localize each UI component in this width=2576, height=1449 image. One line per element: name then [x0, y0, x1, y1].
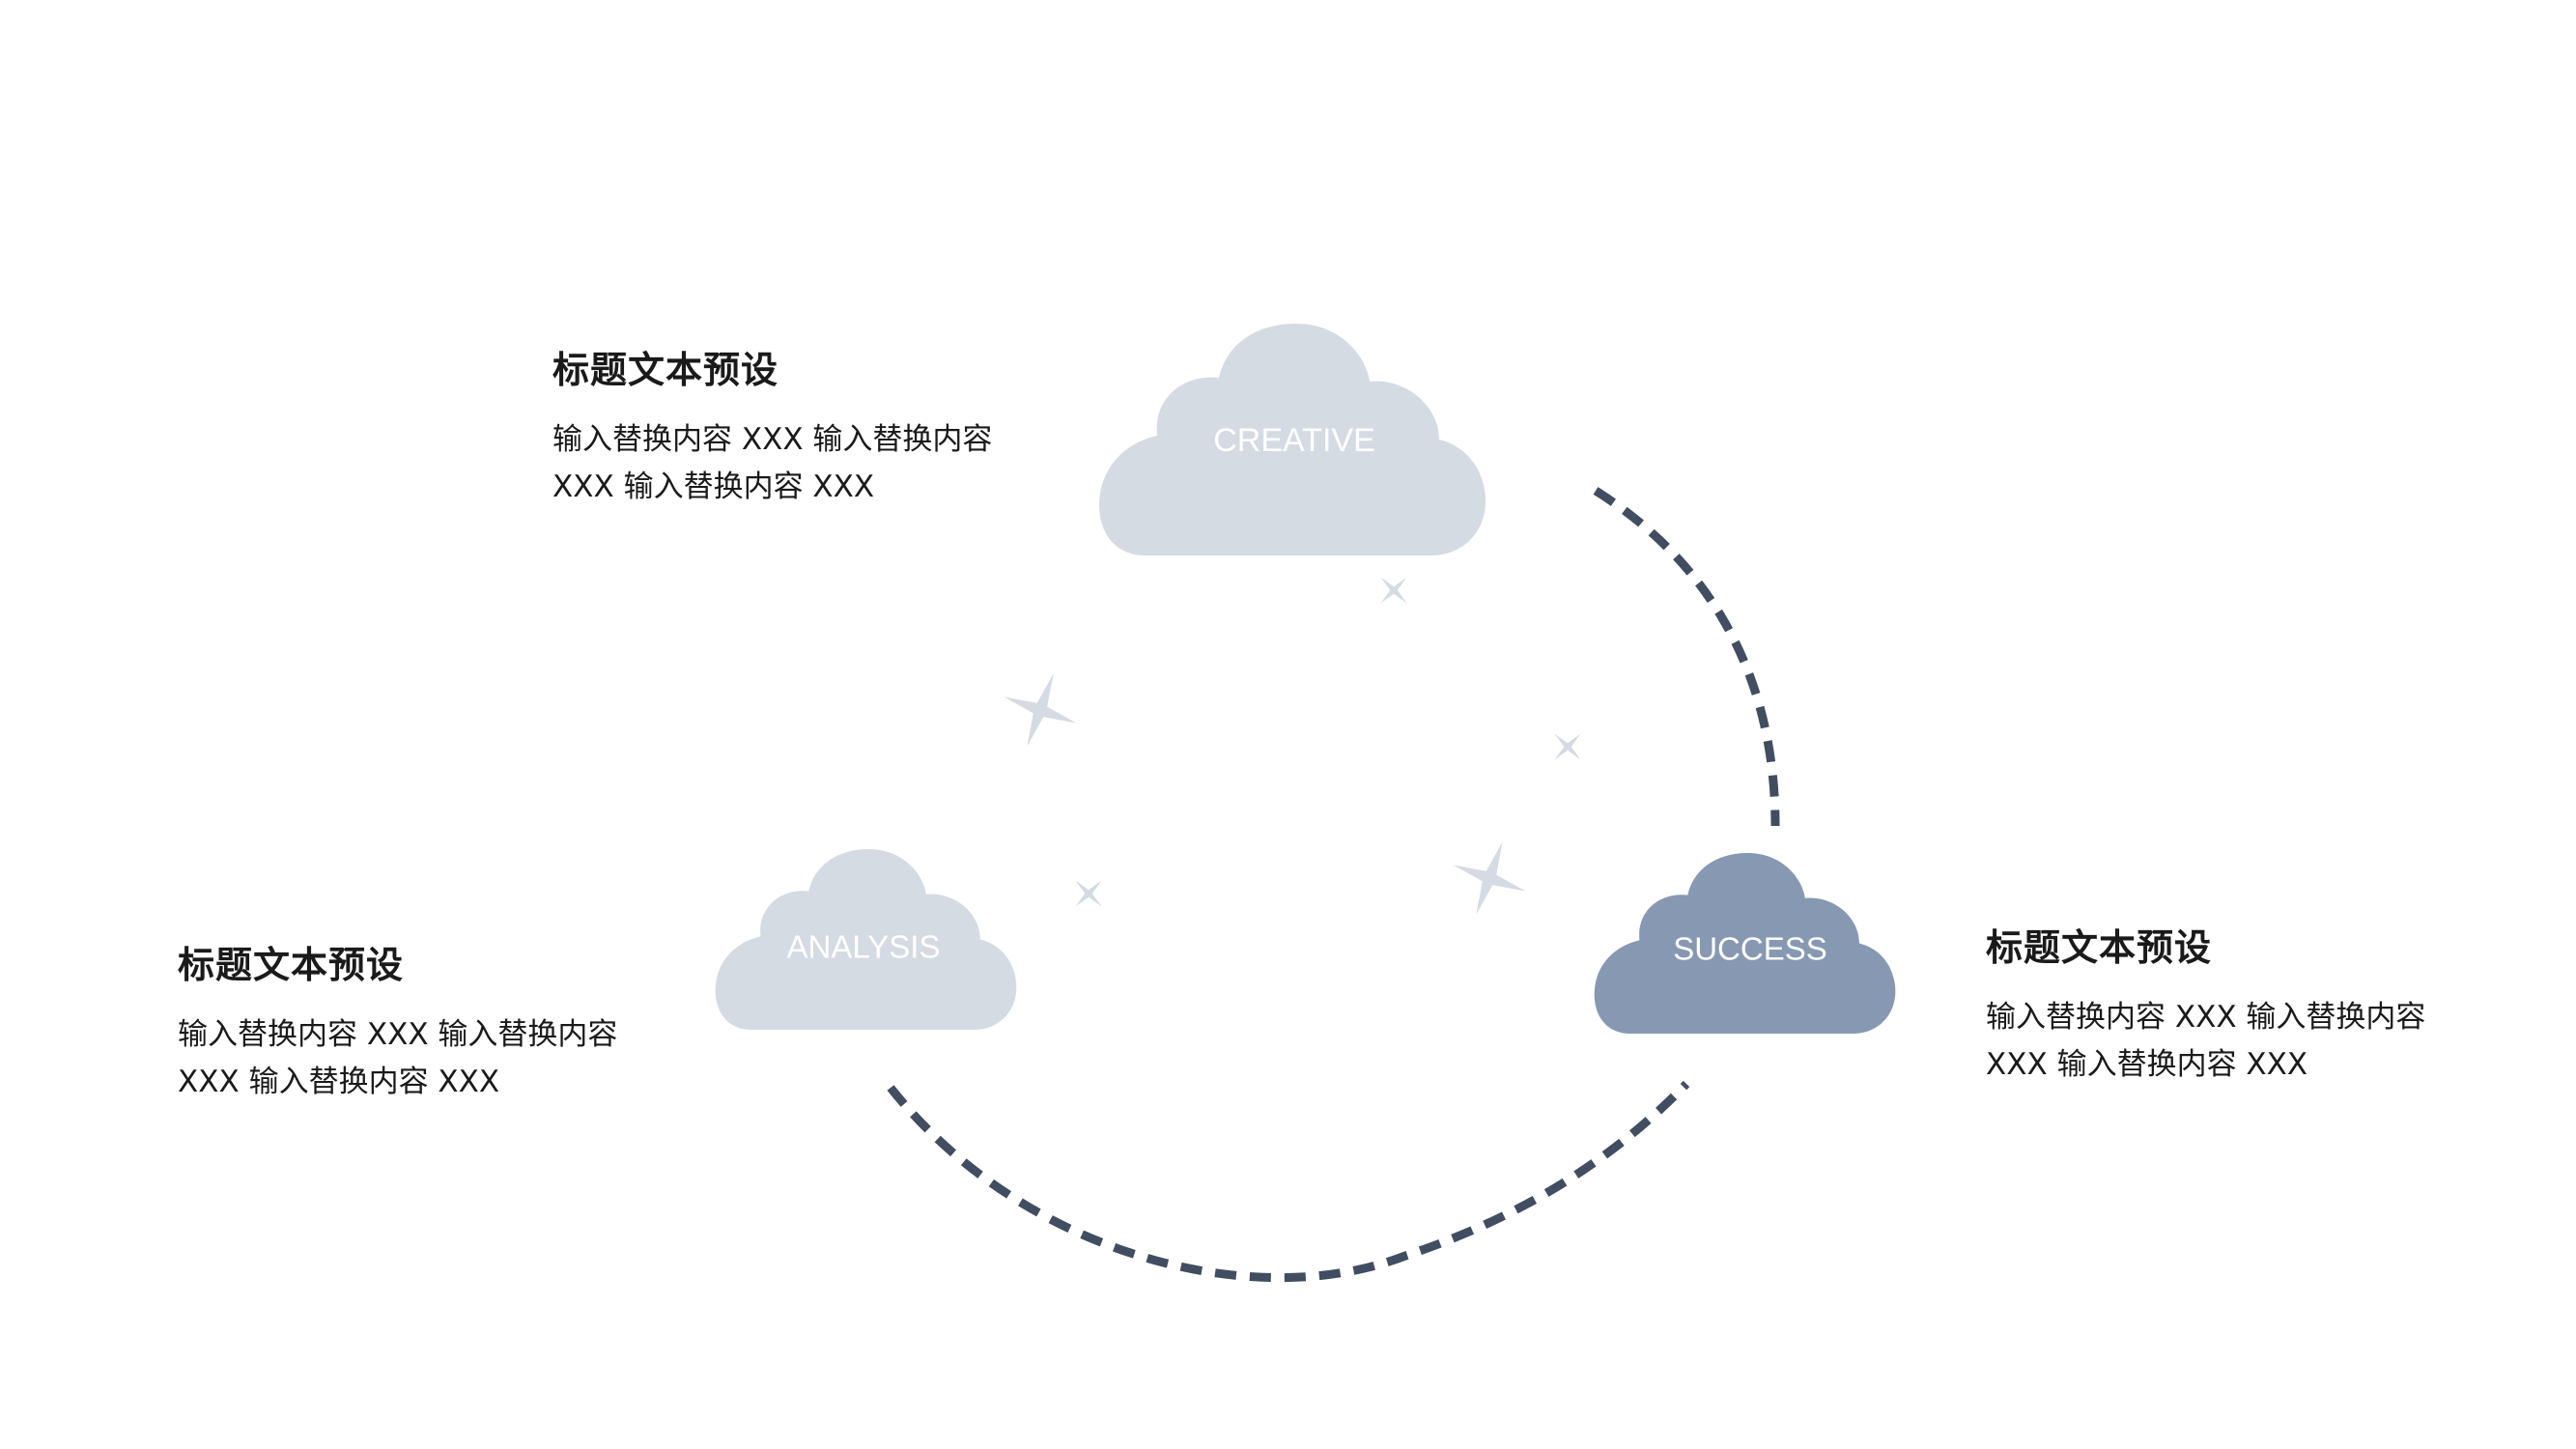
cloud-success-label: SUCCESS — [1673, 931, 1827, 967]
block-body-line: XXX 输入替换内容 XXX — [1986, 1047, 2308, 1082]
block-body: 输入替换内容 XXX 输入替换内容 XXX 输入替换内容 XXX — [178, 1011, 617, 1106]
cloud-creative-label: CREATIVE — [1213, 422, 1375, 459]
cloud-analysis-label: ANALYSIS — [787, 929, 941, 965]
sparkle-icon — [990, 660, 1090, 760]
text-block-right: 标题文本预设 输入替换内容 XXX 输入替换内容 XXX 输入替换内容 XXX — [1986, 918, 2425, 1089]
text-block-top: 标题文本预设 输入替换内容 XXX 输入替换内容 XXX 输入替换内容 XXX — [552, 340, 992, 511]
dashed-arc-bottom — [887, 1080, 1690, 1282]
block-body-line: 输入替换内容 XXX 输入替换内容 — [178, 1017, 618, 1052]
block-body-line: 输入替换内容 XXX 输入替换内容 — [1986, 1000, 2426, 1035]
block-body: 输入替换内容 XXX 输入替换内容 XXX 输入替换内容 XXX — [1986, 994, 2425, 1089]
block-body: 输入替换内容 XXX 输入替换内容 XXX 输入替换内容 XXX — [552, 416, 992, 511]
block-title: 标题文本预设 — [1986, 926, 2213, 969]
cloud-creative: CREATIVE — [1099, 324, 1486, 555]
sparkle-icon — [1062, 867, 1115, 920]
sparkle-icon — [1368, 564, 1420, 616]
block-body-line: XXX 输入替换内容 XXX — [178, 1065, 500, 1099]
sparkle-icon — [1542, 721, 1594, 773]
dashed-arc-right — [1593, 487, 1780, 827]
block-title: 标题文本预设 — [178, 944, 405, 986]
text-block-left: 标题文本预设 输入替换内容 XXX 输入替换内容 XXX 输入替换内容 XXX — [178, 935, 617, 1106]
block-body-line: 输入替换内容 XXX 输入替换内容 — [552, 422, 993, 457]
cloud-analysis: ANALYSIS — [715, 849, 1017, 1030]
sparkle-icon — [1439, 828, 1540, 928]
block-title: 标题文本预设 — [552, 349, 779, 391]
cloud-success: SUCCESS — [1594, 853, 1896, 1034]
block-body-line: XXX 输入替换内容 XXX — [552, 469, 875, 504]
